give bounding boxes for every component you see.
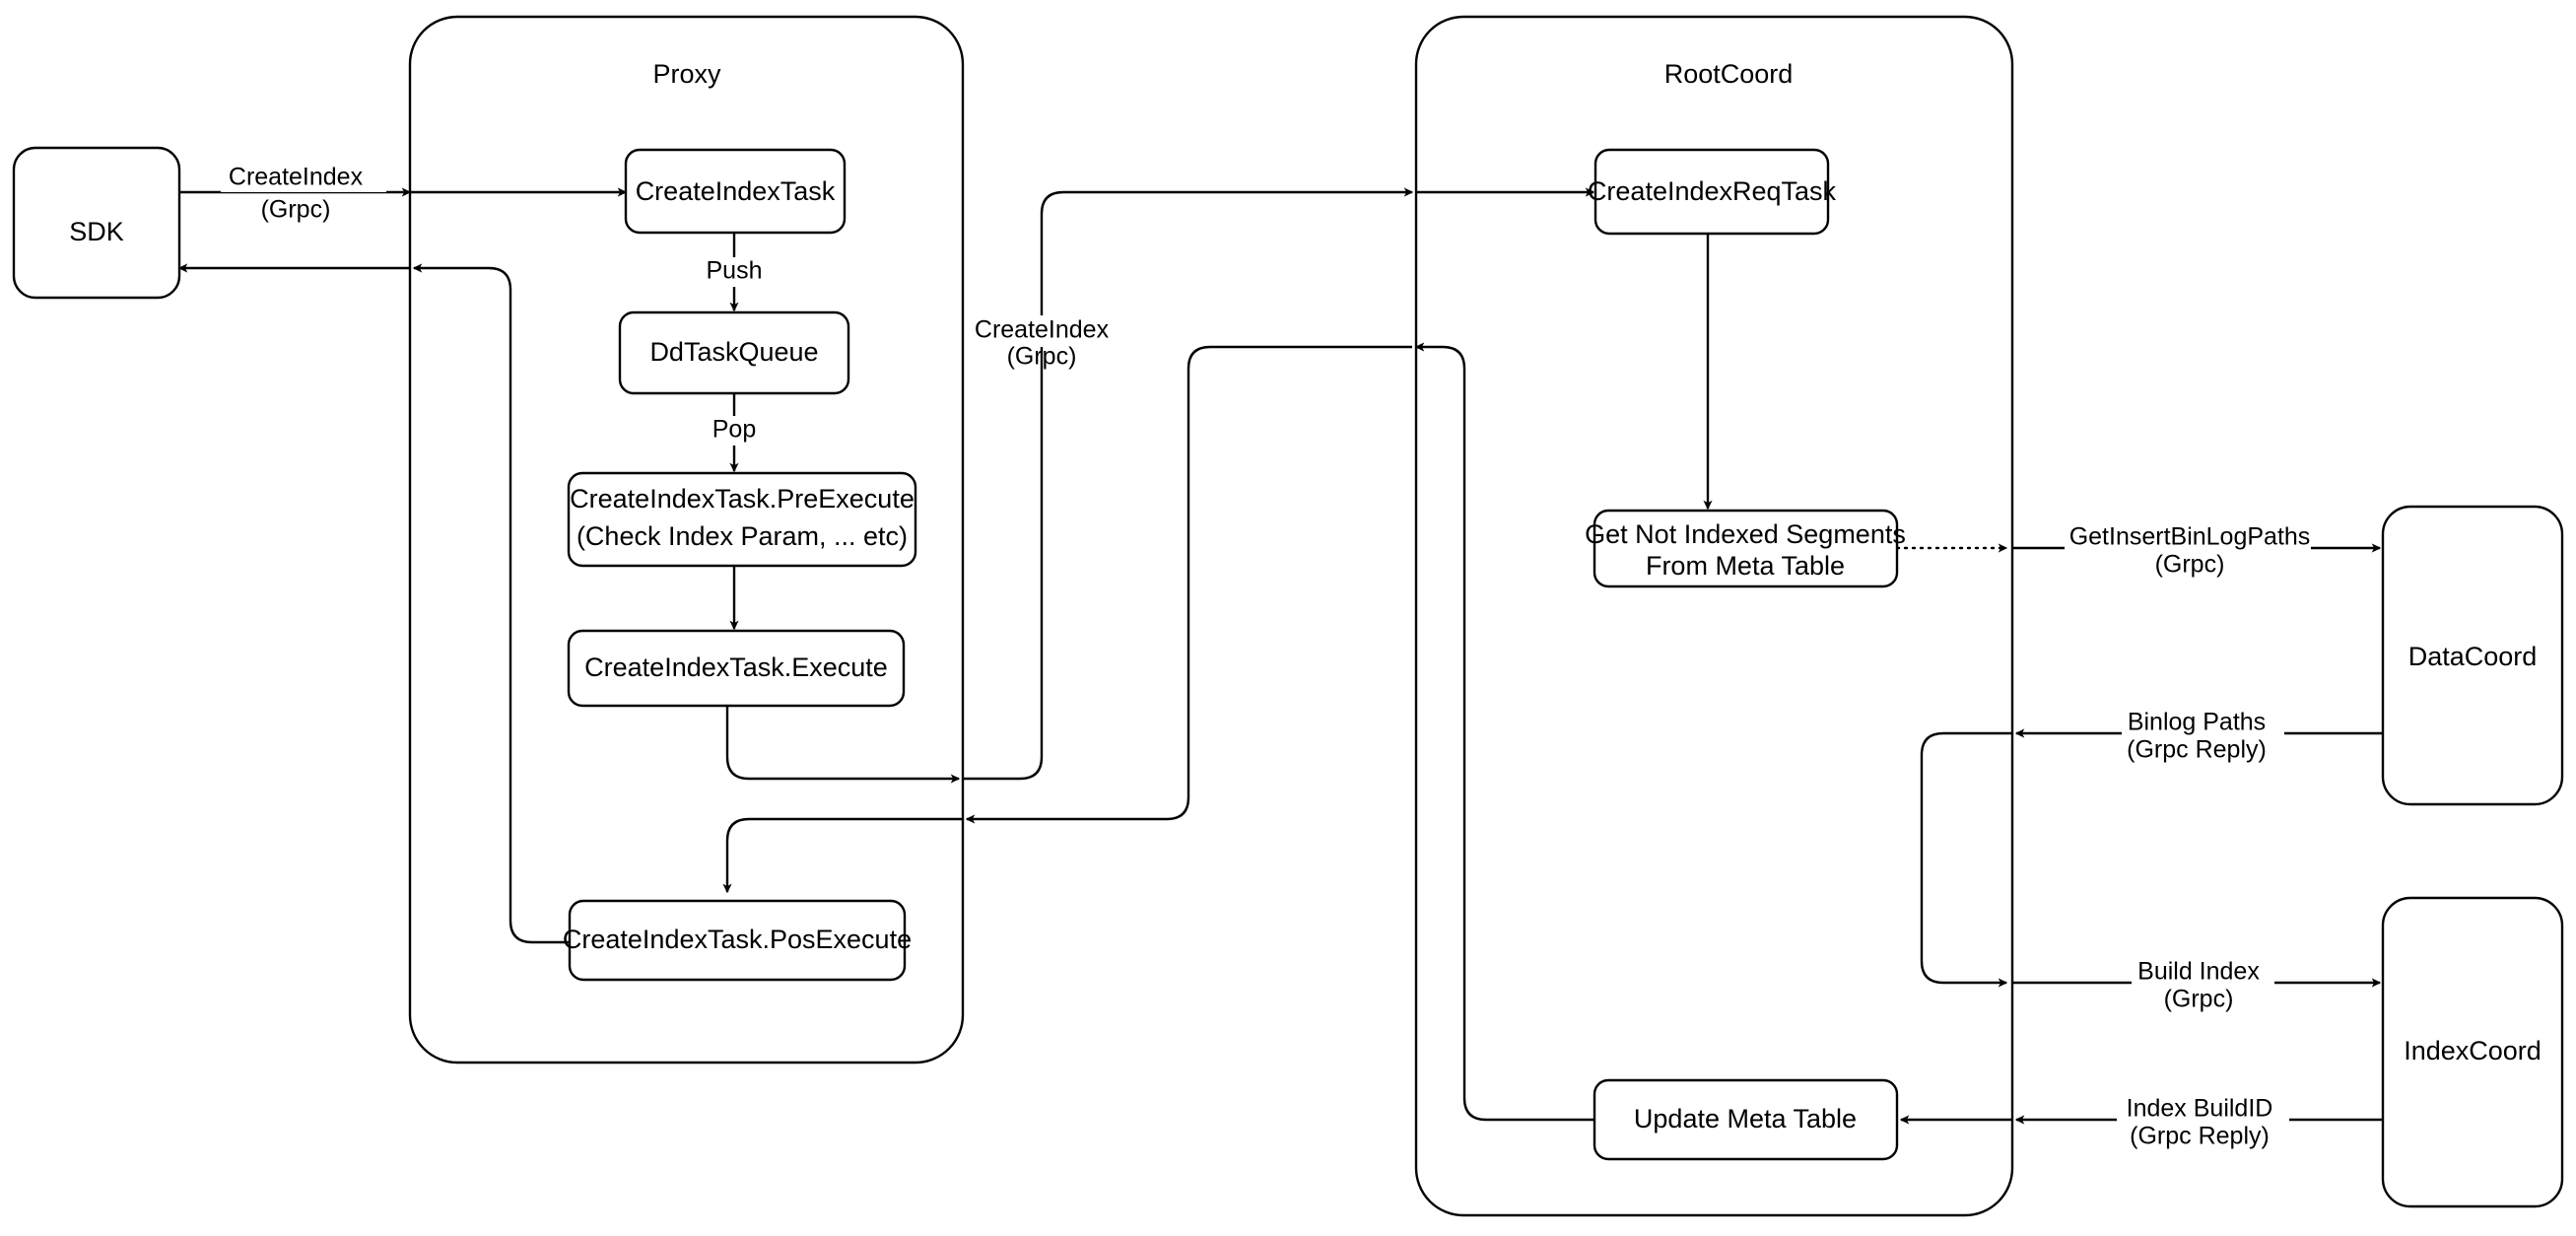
build-index-label-line2: (Grpc) [2164, 986, 2234, 1013]
create-index-req-task-label: CreateIndexReqTask [1588, 176, 1837, 206]
get-not-indexed-segments-rect[interactable] [1593, 509, 1899, 588]
pos-execute-rect[interactable] [568, 899, 907, 982]
pop-label: Pop [712, 416, 756, 444]
datacoord-rect[interactable] [2381, 505, 2564, 806]
get-not-indexed-segments-label-line2: From Meta Table [1646, 551, 1845, 581]
pre-execute-rect[interactable] [567, 471, 917, 568]
proxy-container-label: Proxy [652, 59, 721, 89]
get-insert-binlog-paths-label-line1: GetInsertBinLogPaths [2069, 523, 2311, 551]
edge-label-bg-push [697, 257, 772, 287]
edge-proxy-boundary-to-pos-execute [722, 817, 963, 894]
edge-label-bg-1a [221, 161, 386, 192]
edge-label-bg-5a [2132, 957, 2274, 989]
edge-label-bg-6a [2117, 1094, 2289, 1126]
edge-label-sdk-create-index: CreateIndex (Grpc) [221, 161, 386, 224]
node-create-index-task[interactable]: CreateIndexTask [624, 148, 847, 235]
proxy-create-index-label-line2: (Grpc) [1007, 343, 1077, 371]
pos-execute-label: CreateIndexTask.PosExecute [563, 925, 912, 954]
binlog-paths-label-line1: Binlog Paths [2128, 709, 2266, 736]
build-index-label-line1: Build Index [2137, 958, 2260, 986]
create-index-task-label: CreateIndexTask [636, 176, 836, 206]
edge-rootcoord-to-proxy-reply [965, 345, 1412, 824]
edge-label-bg-pop [701, 416, 768, 446]
dd-task-queue-rect[interactable] [618, 310, 850, 395]
rootcoord-container-label: RootCoord [1664, 59, 1794, 89]
execute-rect[interactable] [567, 629, 906, 708]
rootcoord-container-rect [1414, 15, 2014, 1217]
push-label: Push [707, 257, 763, 285]
node-indexcoord[interactable]: IndexCoord [2381, 896, 2564, 1208]
get-not-indexed-segments-label-line1: Get Not Indexed Segments [1585, 519, 1906, 549]
edge-label-proxy-create-index: CreateIndex (Grpc) [971, 315, 1128, 371]
pre-execute-label-line1: CreateIndexTask.PreExecute [570, 484, 915, 514]
index-buildid-label-line2: (Grpc Reply) [2130, 1123, 2270, 1150]
edge-label-push: Push [697, 257, 772, 287]
indexcoord-label: IndexCoord [2404, 1036, 2542, 1065]
edge-label-index-buildid: Index BuildID (Grpc Reply) [2117, 1094, 2289, 1150]
dd-task-queue-label: DdTaskQueue [649, 337, 818, 367]
node-update-meta-table[interactable]: Update Meta Table [1593, 1078, 1899, 1161]
datacoord-label: DataCoord [2408, 642, 2538, 671]
pre-execute-label-line2: (Check Index Param, ... etc) [576, 521, 908, 551]
node-datacoord[interactable]: DataCoord [2381, 505, 2564, 806]
edge-label-binlog-paths: Binlog Paths (Grpc Reply) [2122, 708, 2284, 764]
node-execute[interactable]: CreateIndexTask.Execute [567, 629, 906, 708]
update-meta-table-label: Update Meta Table [1634, 1104, 1857, 1133]
get-insert-binlog-paths-label-line2: (Grpc) [2155, 551, 2225, 579]
edge-proxy-to-rootcoord-request [963, 187, 1414, 781]
edge-execute-to-proxy-right-boundary [725, 706, 961, 784]
node-create-index-req-task[interactable]: CreateIndexReqTask [1588, 148, 1837, 236]
sdk-create-index-label-line2: (Grpc) [261, 196, 331, 224]
index-buildid-label-line1: Index BuildID [2127, 1095, 2273, 1123]
node-dd-task-queue[interactable]: DdTaskQueue [618, 310, 850, 395]
node-sdk[interactable]: SDK [12, 146, 181, 300]
sdk-rect[interactable] [12, 146, 181, 300]
edge-pos-execute-to-sdk-return [412, 263, 570, 944]
edge-label-bg-3a [2065, 522, 2311, 554]
edge-label-bg-4a [2122, 708, 2284, 739]
edge-label-pop: Pop [701, 416, 768, 446]
node-pre-execute[interactable]: CreateIndexTask.PreExecute (Check Index … [567, 471, 917, 568]
edge-label-build-index: Build Index (Grpc) [2132, 957, 2274, 1013]
container-rootcoord: RootCoord [1414, 15, 2014, 1217]
edge-label-get-insert-binlog-paths: GetInsertBinLogPaths (Grpc) [2065, 522, 2311, 579]
update-meta-table-rect[interactable] [1593, 1078, 1899, 1161]
node-pos-execute[interactable]: CreateIndexTask.PosExecute [563, 899, 912, 982]
edge-label-bg-2a [971, 315, 1128, 347]
edge-binlog-paths-internal-route [1920, 731, 2012, 988]
create-index-req-task-rect[interactable] [1593, 148, 1830, 236]
proxy-create-index-label-line1: CreateIndex [975, 316, 1110, 344]
binlog-paths-label-line2: (Grpc Reply) [2127, 736, 2267, 764]
node-get-not-indexed-segments[interactable]: Get Not Indexed Segments From Meta Table [1585, 509, 1906, 588]
indexcoord-rect[interactable] [2381, 896, 2564, 1208]
edge-update-meta-table-to-rootcoord-boundary [1414, 342, 1593, 1122]
execute-label: CreateIndexTask.Execute [584, 652, 888, 682]
sdk-create-index-label-line1: CreateIndex [229, 164, 364, 191]
sdk-label: SDK [69, 217, 124, 246]
create-index-task-rect[interactable] [624, 148, 847, 235]
